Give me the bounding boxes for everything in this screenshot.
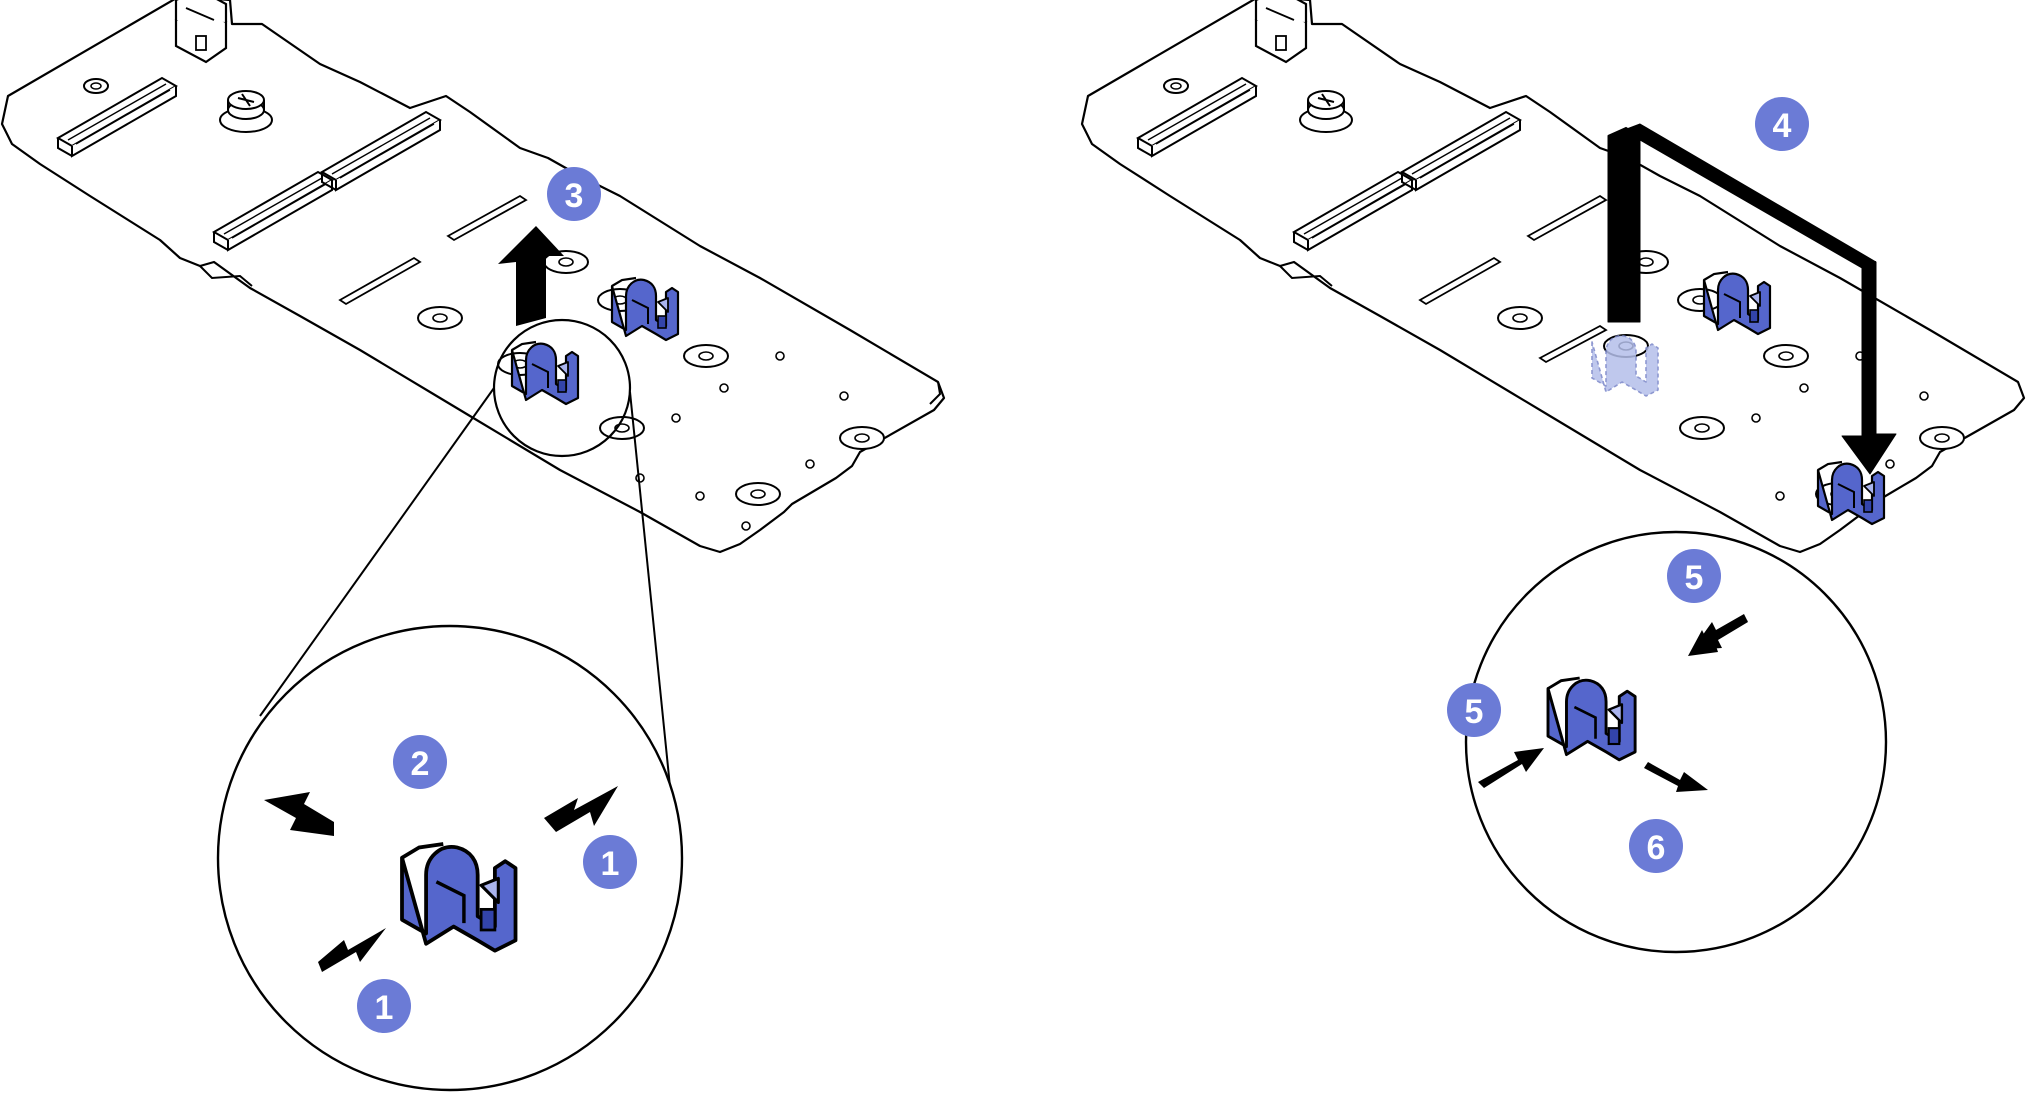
zoom-line-right bbox=[629, 391, 677, 847]
step-number-4: 4 bbox=[1773, 107, 1792, 145]
magnified-detail-right bbox=[1464, 530, 1888, 954]
m2-adapter-board-left bbox=[0, 0, 946, 554]
left-panel: 3 2 1 1 bbox=[0, 0, 946, 1092]
step-badge-1a: 1 bbox=[583, 835, 637, 889]
arrow-squeeze-left-icon bbox=[318, 928, 386, 972]
step-number-5b: 5 bbox=[1465, 693, 1484, 731]
magnified-detail-left bbox=[216, 624, 684, 1092]
step-number-5a: 5 bbox=[1685, 559, 1704, 597]
arrow-up-icon bbox=[498, 226, 564, 326]
right-panel: 4 5 5 6 bbox=[1080, 0, 2026, 954]
standoff-screw-right bbox=[1299, 90, 1353, 133]
step-badge-2: 2 bbox=[393, 735, 447, 789]
step-badge-1b: 1 bbox=[357, 979, 411, 1033]
step-number-6: 6 bbox=[1647, 829, 1666, 867]
arrow-slide-left-icon bbox=[264, 792, 334, 836]
latch-connector-left bbox=[174, 0, 228, 64]
latch-connector-right bbox=[1254, 0, 1308, 64]
arrow-squeeze-left-2-icon bbox=[1478, 748, 1544, 788]
step-number-3: 3 bbox=[565, 177, 584, 215]
step-badge-5a: 5 bbox=[1667, 549, 1721, 603]
step-number-1a: 1 bbox=[601, 845, 620, 883]
step-badge-4: 4 bbox=[1755, 97, 1809, 151]
step-number-2: 2 bbox=[411, 745, 430, 783]
arrow-squeeze-right-icon bbox=[544, 786, 618, 832]
zoom-line-left bbox=[259, 387, 495, 717]
arrow-slide-right-icon bbox=[1644, 762, 1708, 792]
m2-adapter-board-right bbox=[1080, 0, 2026, 554]
step-badge-3: 3 bbox=[547, 167, 601, 221]
arrow-relocate-icon bbox=[1607, 123, 1897, 475]
step-number-1b: 1 bbox=[375, 989, 394, 1027]
standoff-screw-left bbox=[219, 90, 273, 133]
step-badge-6: 6 bbox=[1629, 819, 1683, 873]
step-badge-5b: 5 bbox=[1447, 683, 1501, 737]
